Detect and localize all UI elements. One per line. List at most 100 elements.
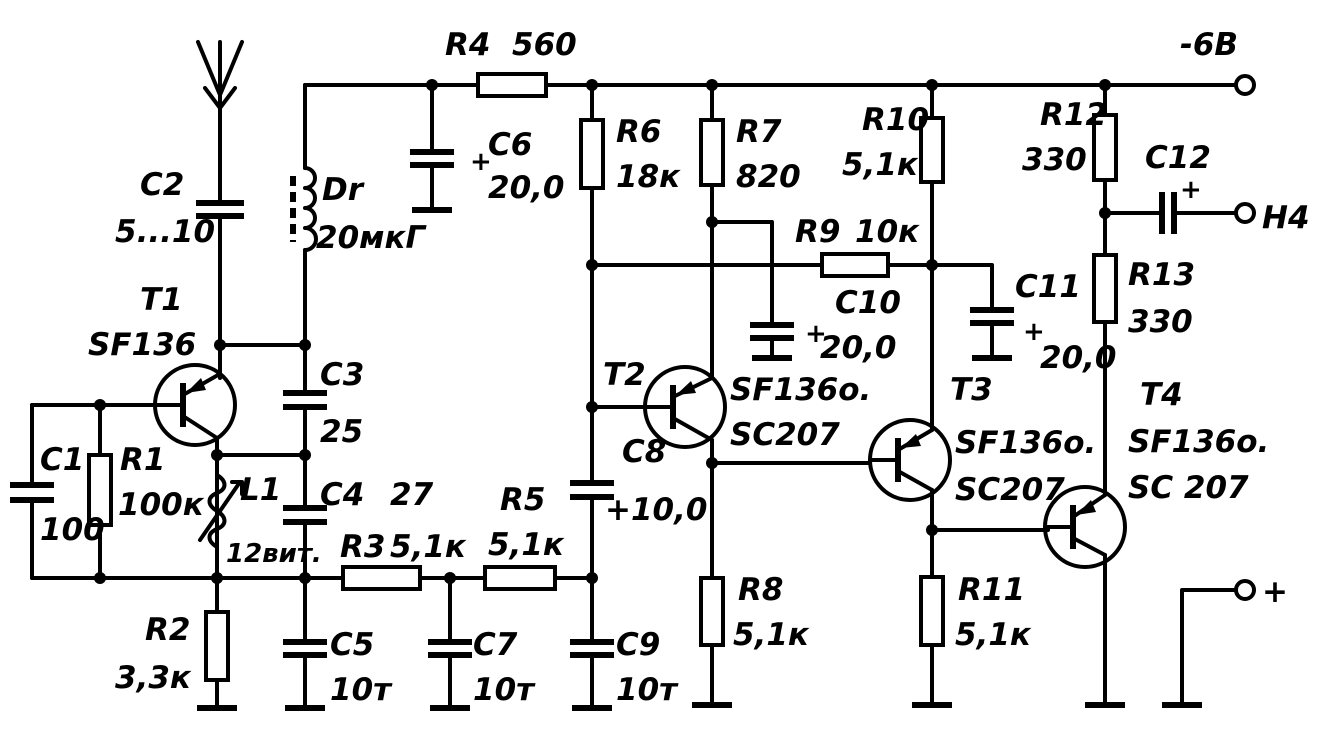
c7-ref: C7 [473,627,518,663]
c6-polarity: + [470,147,492,177]
r4-ref: R4 [445,27,490,63]
c9-value: 10т [616,672,679,708]
c8-ref: C8 [622,434,666,470]
c11-ref: C11 [1015,269,1081,305]
r8-value: 5,1к [733,617,810,653]
t3-value: SF136о. [955,425,1096,461]
r10-value: 5,1к [842,147,919,183]
c7-value: 10т [473,672,536,708]
r6-ref: R6 [616,114,661,150]
capacitor-c9 [570,639,614,658]
t4-alt: SC 207 [1128,470,1249,506]
capacitor-c4 [283,505,327,525]
wires [30,83,1237,710]
r5-value: 5,1к [488,527,565,563]
resistor-r9 [820,252,890,278]
transistor-t1 [153,363,237,447]
resistor-r10 [919,116,945,184]
capacitor-c1 [10,482,54,503]
dr-ref: Dr [322,172,365,208]
r1-ref: R1 [120,442,165,478]
t3-alt: SC207 [955,472,1065,508]
polarity-marks: + + + + [470,147,1202,349]
output-terminal [1234,202,1256,224]
t1-value: SF136 [88,327,196,363]
t1-ref: T1 [140,282,183,318]
r2-ref: R2 [145,612,190,648]
resistor-r8 [699,576,725,647]
r8-ref: R8 [738,572,783,608]
capacitor-c2 [196,200,244,219]
t4-ref: T4 [1140,377,1183,413]
r3-value: 5,1к [390,529,467,565]
c4-ref: C4 [320,477,364,513]
c2-ref: C2 [140,167,184,203]
l1-ref: L1 [240,472,281,508]
r11-value: 5,1к [955,617,1032,653]
r10-ref: R10 [862,102,929,138]
dr-value: 20мкГ [316,220,428,256]
resistor-r7 [699,118,725,187]
choke-dr [290,166,318,252]
r13-value: 330 [1128,304,1193,340]
transistor-t2 [643,365,727,449]
ground-symbols [197,207,1202,711]
resistor-r2 [204,610,230,682]
t2-ref: T2 [603,357,646,393]
transistor-t3 [868,418,952,502]
labels: -6В Н4 + R4 560 C6 20,0 Dr 20мкГ C2 5...… [40,27,1310,708]
capacitor-c5 [283,639,327,658]
r12-ref: R12 [1040,97,1107,133]
t3-ref: T3 [950,372,993,408]
resistor-r6 [579,118,605,190]
capacitor-c11 [970,307,1014,326]
c6-value: 20,0 [488,170,565,206]
c5-ref: C5 [330,627,374,663]
r13-ref: R13 [1128,257,1195,293]
resistor-r12 [1092,113,1118,182]
capacitor-c12 [1159,192,1177,234]
r1-value: 100к [118,487,205,523]
antenna-icon [196,40,244,112]
t4-value: SF136о. [1128,424,1269,460]
c6-ref: C6 [488,127,532,163]
resistors [87,72,1118,682]
c12-ref: C12 [1145,140,1211,176]
c12-polarity: + [1180,175,1202,205]
capacitors [10,149,1177,658]
r7-ref: R7 [736,114,782,150]
r2-value: 3,3к [115,660,192,696]
c10-value: 20,0 [820,330,897,366]
c5-value: 10т [330,672,393,708]
resistor-r4 [476,72,548,98]
l1-value: 12вит. [226,539,322,569]
resistor-r5 [483,565,557,591]
supply-terminal [1234,74,1256,96]
resistor-r11 [919,575,945,647]
t2-alt: SC207 [730,417,840,453]
coil-l1 [198,473,244,549]
c1-ref: C1 [40,442,84,478]
r4-value: 560 [512,27,577,63]
c11-polarity: + [1023,317,1045,347]
capacitor-c3 [283,390,327,410]
transistor-t4 [1043,485,1127,569]
c11-value: 20,0 [1040,340,1117,376]
resistor-r13 [1092,253,1118,324]
capacitor-c6 [410,149,454,168]
supply-voltage-label: -6В [1180,27,1238,63]
c2-value: 5...10 [115,214,215,250]
c10-ref: C10 [835,285,901,321]
c3-ref: C3 [320,357,364,393]
r9-value: 10к [855,214,920,250]
r3-ref: R3 [340,529,385,565]
capacitor-c10 [750,322,794,341]
capacitor-c7 [428,639,472,658]
r5-ref: R5 [500,482,545,518]
r7-value: 820 [736,159,801,195]
c3-value: 25 [320,414,363,450]
junctions [94,79,1111,584]
r6-value: 18к [616,159,681,195]
c10-polarity: + [805,319,827,349]
